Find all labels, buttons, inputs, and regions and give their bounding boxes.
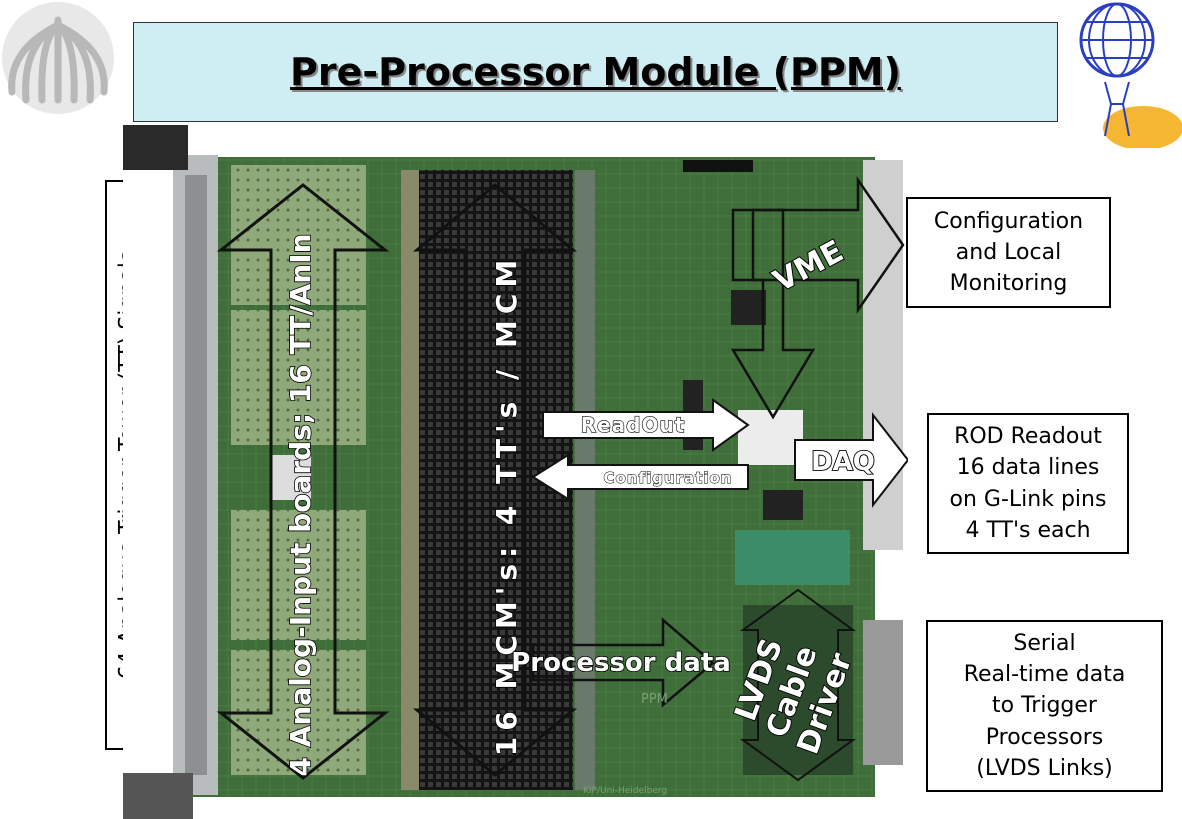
processor-data-label: Processor data xyxy=(511,648,731,678)
ppm-board-photo: 4 Analog-Input boards; 16 TT/AnIn 16 MCM… xyxy=(123,125,908,819)
page-title: Pre-Processor Module (PPM) xyxy=(290,50,901,94)
serial-realtime-text: Serial Real-time data to Trigger Process… xyxy=(963,630,1126,781)
lvds-label-group: LVDS Cable Driver xyxy=(727,633,860,760)
analog-boards-arrow xyxy=(216,183,390,780)
config-monitoring-text: Configuration and Local Monitoring xyxy=(933,208,1084,297)
rod-readout-box: ROD Readout 16 data lines on G-Link pins… xyxy=(927,413,1129,554)
configuration-label: Configuration xyxy=(604,469,733,487)
daq-arrow xyxy=(794,412,908,508)
serial-realtime-box: Serial Real-time data to Trigger Process… xyxy=(926,620,1163,792)
readout-label: ReadOut xyxy=(581,413,686,437)
kip-logo xyxy=(2,2,114,114)
ppm-silk-label: PPM xyxy=(641,692,668,707)
daq-label: DAQ xyxy=(811,447,875,477)
analog-boards-label: 4 Analog-Input boards; 16 TT/AnIn xyxy=(284,233,317,776)
readout-arrow xyxy=(542,398,750,452)
atlas-logo xyxy=(1079,2,1182,148)
mcm-arrow xyxy=(412,183,578,777)
title-banner: Pre-Processor Module (PPM) xyxy=(133,22,1058,122)
processor-data-arrow xyxy=(531,617,715,708)
vme-arrow xyxy=(730,175,905,420)
configuration-arrow xyxy=(531,453,749,501)
mcm-label: 16 MCM's: 4 TT's / MCM xyxy=(490,254,523,756)
config-monitoring-box: Configuration and Local Monitoring xyxy=(906,197,1111,308)
rod-readout-text: ROD Readout 16 data lines on G-Link pins… xyxy=(949,424,1107,543)
lvds-arrow xyxy=(739,588,857,782)
kip-silk-label: KIP/Uni-Heidelberg xyxy=(583,786,667,796)
